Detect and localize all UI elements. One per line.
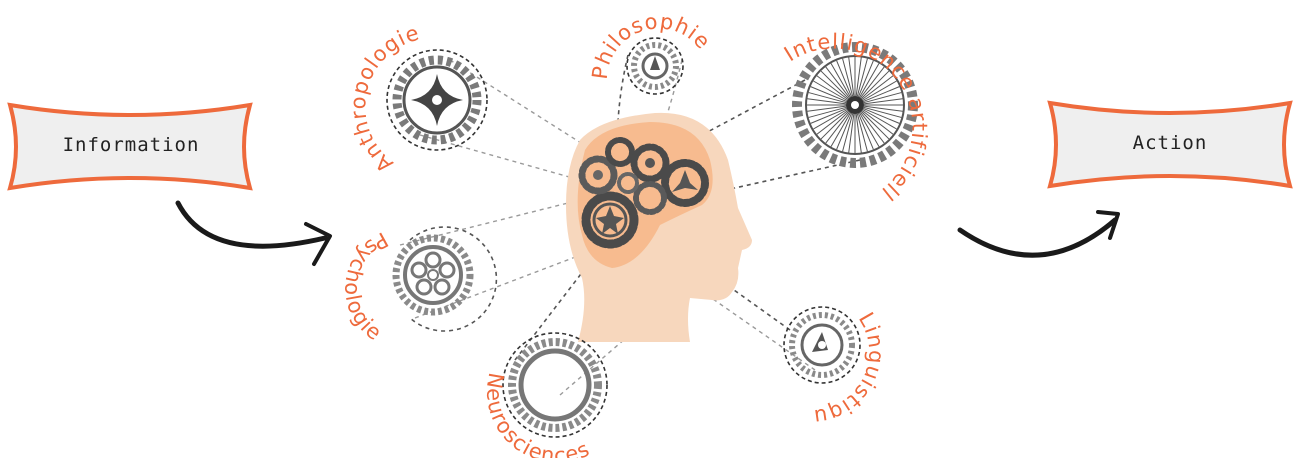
label-anthropologie: Anthropologie bbox=[346, 21, 422, 178]
intelligence-artificielle-gear bbox=[792, 42, 918, 168]
brain-gear-large bbox=[581, 191, 639, 249]
label-psychologie: Psychologie bbox=[340, 227, 392, 345]
information-label: Information bbox=[63, 134, 200, 156]
anthropologie-gear bbox=[386, 49, 488, 151]
action-banner: Action bbox=[1047, 100, 1293, 189]
label-linguistique: Linguistique bbox=[0, 0, 887, 429]
information-banner: Information bbox=[7, 102, 253, 191]
brain-gear-2 bbox=[578, 155, 618, 195]
brain-gears bbox=[578, 137, 709, 249]
action-label: Action bbox=[1133, 132, 1208, 154]
brain-gear-4 bbox=[630, 143, 670, 183]
psychologie-gear bbox=[392, 226, 498, 332]
brain-gear-7 bbox=[617, 172, 639, 194]
philosophie-gear bbox=[626, 37, 684, 95]
brain-gear-3 bbox=[605, 137, 635, 167]
output-arrow bbox=[957, 210, 1120, 258]
input-arrow bbox=[175, 200, 332, 266]
neurosciences-gear bbox=[502, 332, 608, 438]
linguistique-gear bbox=[783, 306, 861, 384]
brain-gear-5 bbox=[661, 159, 709, 207]
brain-gear-6 bbox=[633, 181, 667, 215]
